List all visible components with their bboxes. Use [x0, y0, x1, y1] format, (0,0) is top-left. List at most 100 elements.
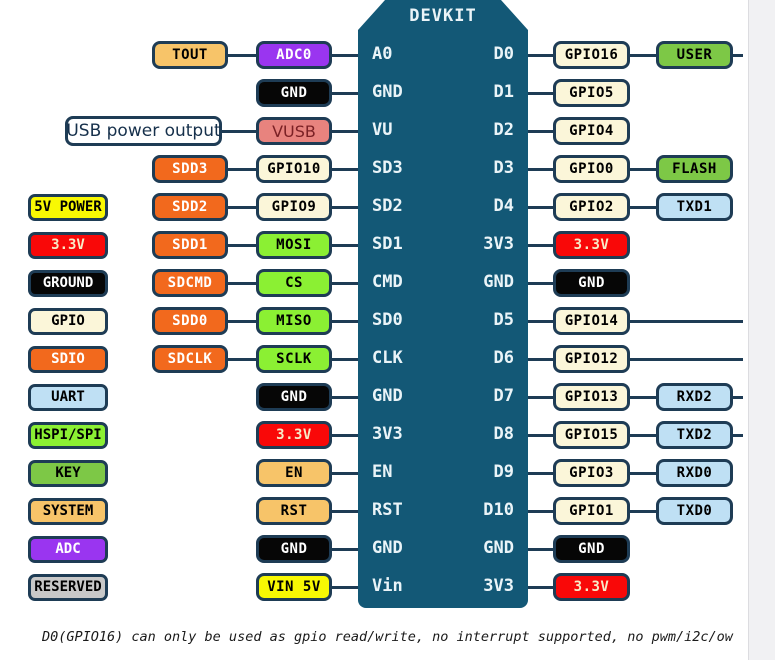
- pin-vin-l14: Vin: [372, 576, 403, 596]
- connector-line: [330, 585, 364, 589]
- box-usb-power-output: USB power output: [65, 116, 222, 146]
- pin-d3-r3: D3: [493, 158, 514, 178]
- box-sdd1: SDD1: [152, 231, 228, 259]
- box-cs-l6: CS: [256, 269, 332, 297]
- pin-d6-r8: D6: [493, 348, 514, 368]
- connector-line: [522, 357, 555, 361]
- box-adc0-l0: ADC0: [256, 41, 332, 69]
- connector-line: [522, 319, 555, 323]
- box-vin-5v-l14: VIN 5V: [256, 573, 332, 601]
- box-gpio13-r9: GPIO13: [553, 383, 630, 411]
- box-gpio16-r0: GPIO16: [553, 41, 630, 69]
- box-tout: TOUT: [152, 41, 228, 69]
- connector-line: [628, 509, 658, 513]
- pin-gnd-l9: GND: [372, 386, 403, 406]
- legend-ground: GROUND: [28, 269, 108, 297]
- legend-system: SYSTEM: [28, 497, 108, 525]
- connector-line: [522, 585, 555, 589]
- box-sdd2: SDD2: [152, 193, 228, 221]
- legend-5v-power: 5V POWER: [28, 193, 108, 221]
- pin-gnd-r13: GND: [483, 538, 514, 558]
- connector-line: [224, 281, 258, 285]
- connector-line: [330, 243, 364, 247]
- connector-line: [330, 167, 364, 171]
- connector-line: [628, 53, 658, 57]
- edge-line: [731, 395, 743, 399]
- connector-line: [224, 167, 258, 171]
- edge-line: [731, 433, 743, 437]
- connector-line: [224, 205, 258, 209]
- legend-adc: ADC: [28, 535, 108, 563]
- pin-d5-r7: D5: [493, 310, 514, 330]
- box-sdd0: SDD0: [152, 307, 228, 335]
- connector-line: [224, 53, 258, 57]
- footnote-text: D0(GPIO16) can only be used as gpio read…: [42, 629, 733, 645]
- connector-line: [522, 91, 555, 95]
- connector-line: [628, 167, 658, 171]
- pin-sd2-l4: SD2: [372, 196, 403, 216]
- connector-line: [224, 357, 258, 361]
- box-user: USER: [656, 41, 733, 69]
- pin-sd3-l3: SD3: [372, 158, 403, 178]
- legend-sdio: SDIO: [28, 345, 108, 373]
- connector-line: [522, 281, 555, 285]
- legend-3-3v: 3.3V: [28, 231, 108, 259]
- connector-line: [224, 243, 258, 247]
- box-gnd-l1: GND: [256, 79, 332, 107]
- box-flash: FLASH: [656, 155, 733, 183]
- box-gpio3-r11: GPIO3: [553, 459, 630, 487]
- box-rxd2: RXD2: [656, 383, 733, 411]
- connector-line: [218, 129, 258, 133]
- connector-line: [330, 129, 364, 133]
- pin-d8-r10: D8: [493, 424, 514, 444]
- box-gpio12-r8: GPIO12: [553, 345, 630, 373]
- pin-en-l11: EN: [372, 462, 393, 482]
- connector-line: [628, 471, 658, 475]
- connector-line: [330, 509, 364, 513]
- box-sdcmd: SDCMD: [152, 269, 228, 297]
- box-gpio15-r10: GPIO15: [553, 421, 630, 449]
- pin-d7-r9: D7: [493, 386, 514, 406]
- connector-line: [330, 91, 364, 95]
- box-txd2: TXD2: [656, 421, 733, 449]
- connector-line: [330, 433, 364, 437]
- pin-d10-r12: D10: [483, 500, 514, 520]
- connector-line: [330, 395, 364, 399]
- connector-line: [628, 433, 658, 437]
- connector-line: [522, 53, 555, 57]
- box-gpio9-l4: GPIO9: [256, 193, 332, 221]
- pin-vu-l2: VU: [372, 120, 393, 140]
- pin-sd1-l5: SD1: [372, 234, 403, 254]
- pin-d2-r2: D2: [493, 120, 514, 140]
- edge-line: [731, 53, 743, 57]
- pin-d4-r4: D4: [493, 196, 514, 216]
- pin-a0-l0: A0: [372, 44, 393, 64]
- pin-clk-l8: CLK: [372, 348, 403, 368]
- box-sclk-l8: SCLK: [256, 345, 332, 373]
- box-3-3v-l10: 3.3V: [256, 421, 332, 449]
- connector-line: [522, 205, 555, 209]
- pin-d9-r11: D9: [493, 462, 514, 482]
- edge-line: [628, 319, 743, 323]
- connector-line: [522, 395, 555, 399]
- box-mosi-l5: MOSI: [256, 231, 332, 259]
- connector-line: [330, 319, 364, 323]
- box-gnd-l13: GND: [256, 535, 332, 563]
- connector-line: [628, 395, 658, 399]
- connector-line: [330, 471, 364, 475]
- connector-line: [330, 357, 364, 361]
- box-gnd-r6: GND: [553, 269, 630, 297]
- box-gpio0-r3: GPIO0: [553, 155, 630, 183]
- box-sdd3: SDD3: [152, 155, 228, 183]
- pin-3v3-r5: 3V3: [483, 234, 514, 254]
- legend-hspi-spi: HSPI/SPI: [28, 421, 108, 449]
- box-vusb-l2: VUSB: [256, 117, 332, 145]
- connector-line: [628, 205, 658, 209]
- connector-line: [522, 433, 555, 437]
- box-txd0: TXD0: [656, 497, 733, 525]
- box-3-3v-r5: 3.3V: [553, 231, 630, 259]
- connector-line: [330, 281, 364, 285]
- box-en-l11: EN: [256, 459, 332, 487]
- edge-line: [628, 357, 743, 361]
